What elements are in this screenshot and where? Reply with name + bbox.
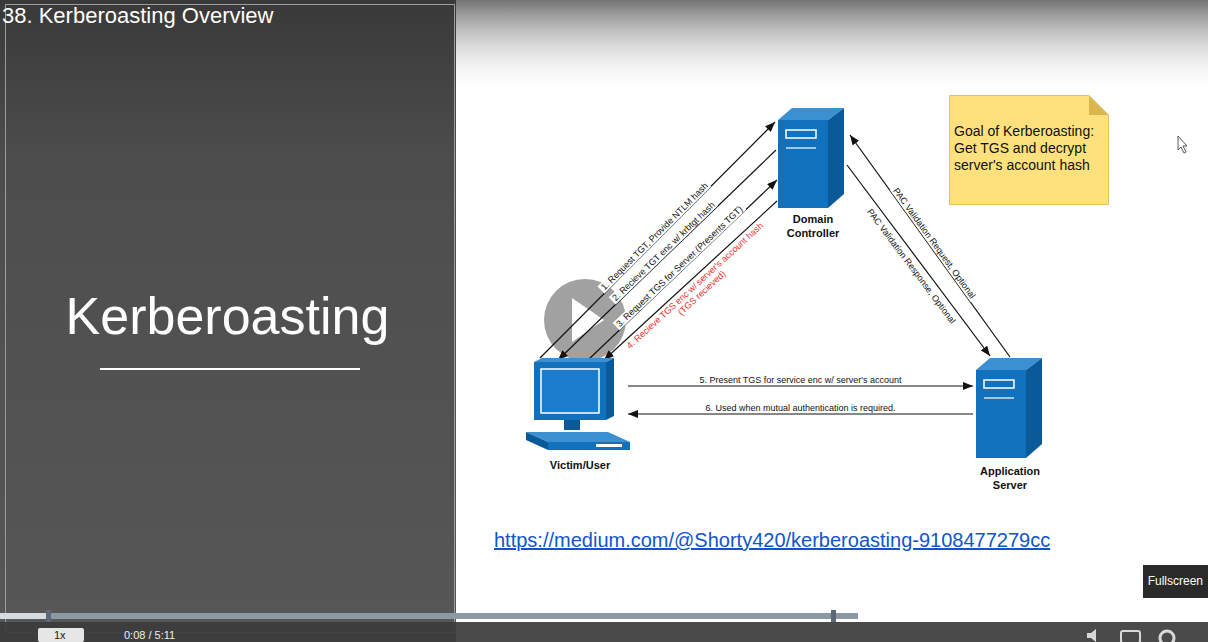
- monitor-screen: [541, 369, 599, 413]
- server-side: [1026, 358, 1042, 458]
- video-title: 38. Kerberoasting Overview: [2, 3, 273, 29]
- server-slot: [984, 380, 1014, 388]
- base-front: [548, 442, 630, 450]
- edge-label: 5. Present TGS for service enc w/ server…: [697, 375, 903, 385]
- edge-label-wrap: 4. Recieve TGS enc w/ server's account h…: [615, 212, 783, 369]
- server-node: Domain Controller: [772, 108, 854, 240]
- captions-icon: [1121, 631, 1140, 642]
- control-bar: [0, 622, 1208, 642]
- speed-label: 1x: [54, 628, 66, 642]
- pc-node: Victim/User: [522, 358, 638, 472]
- reference-link-wrap: https://medium.com/@Shorty420/kerberoast…: [494, 528, 1050, 552]
- time-label-wrap: 0:08 / 5:11: [124, 628, 175, 642]
- edge-label: 4. Recieve TGS enc w/ server's account h…: [615, 212, 782, 367]
- progress-played: [0, 613, 48, 619]
- server-icon: [976, 358, 1042, 458]
- note-text: Goal of Kerberoasting: Get TGS and decry…: [954, 123, 1104, 174]
- note-paper: [950, 96, 1109, 205]
- progress-bar: [0, 613, 858, 619]
- server-icon: [778, 108, 844, 208]
- top-shade: [455, 0, 1208, 95]
- tip-node: Fullscreen: [1143, 565, 1208, 598]
- connector-arrow: [628, 413, 973, 414]
- node-label: Domain Controller: [781, 212, 845, 240]
- edge-label-wrap: 5. Present TGS for service enc w/ server…: [697, 369, 903, 387]
- volume-icon: [1087, 629, 1096, 642]
- base-left: [526, 432, 548, 450]
- note-fold: [1089, 96, 1109, 116]
- panel-node: Kerberoasting: [0, 0, 455, 637]
- server-slot: [786, 130, 816, 138]
- server-front: [976, 370, 1026, 458]
- progress-marker: [831, 610, 836, 622]
- edge-label: 1. Request TGT, Provide NTLM hash: [597, 180, 711, 294]
- server-front: [778, 120, 828, 208]
- video-title-wrap: 38. Kerberoasting Overview: [2, 3, 273, 29]
- node-label: Application Server: [975, 464, 1045, 492]
- tooltip-text: Fullscreen: [1148, 574, 1203, 589]
- server-line: [984, 397, 1014, 398]
- settings-icon: [1160, 631, 1174, 642]
- title-underline: [100, 368, 360, 370]
- server-line: [786, 147, 816, 148]
- title-panel: [0, 0, 456, 642]
- time-label: 0:08 / 5:11: [124, 628, 175, 642]
- mouse-cursor: [1178, 136, 1187, 153]
- monitor-front: [534, 362, 606, 420]
- base-slot: [596, 444, 622, 447]
- speed-box: [38, 628, 84, 642]
- reference-link: https://medium.com/@Shorty420/kerberoast…: [494, 528, 1050, 552]
- monitor-side: [606, 358, 614, 420]
- connector-arrow: [588, 180, 777, 360]
- node-label: Victim/User: [525, 458, 635, 472]
- edge-label-wrap: 6. Used when mutual authentication is re…: [703, 397, 897, 415]
- note-node: Goal of Kerberoasting: Get TGS and decry…: [949, 95, 1109, 205]
- monitor-top: [534, 358, 614, 362]
- computer-icon: [526, 358, 634, 450]
- progress-handle: [46, 610, 51, 622]
- server-side: [828, 108, 844, 208]
- panel-title: Kerberoasting: [0, 286, 455, 346]
- monitor-stand: [564, 420, 580, 430]
- server-node: Application Server: [970, 358, 1050, 492]
- speed-label-wrap: 1x: [54, 628, 66, 642]
- connector-arrow: [628, 385, 973, 386]
- edge-label: 6. Used when mutual authentication is re…: [703, 403, 897, 413]
